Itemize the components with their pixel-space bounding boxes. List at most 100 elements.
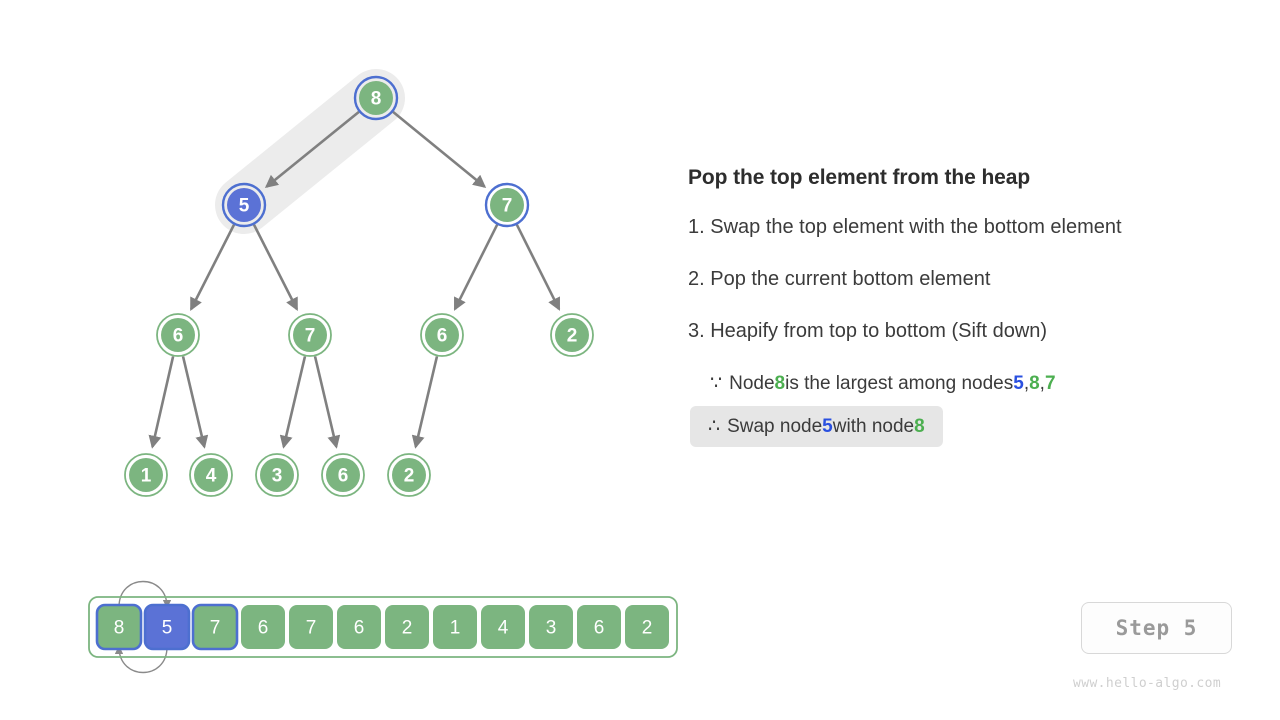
therefore-node-a: 5 [822,415,833,437]
watermark: www.hello-algo.com [1073,676,1222,691]
node-disc [194,458,228,492]
tree-node-7: 7 [484,182,530,228]
node-label: 7 [305,326,316,347]
node-label: 6 [173,326,184,347]
array-cell-7: 1 [433,605,477,649]
instruction-step-1: 1. Swap the top element with the bottom … [688,216,1122,238]
swap-arrow-forward [118,581,172,609]
array-cell-box [95,603,143,651]
therefore-prefix: Swap node [727,415,823,437]
tree-node-8: 8 [353,75,399,121]
because-prefix: Node [729,372,775,394]
reason-therefore-row: ∴ Swap node 5 with node 8 [690,406,943,447]
instruction-step-2: 2. Pop the current bottom element [688,268,991,290]
node-ring [321,453,365,497]
array-cell-box [577,605,621,649]
tree-edge [148,356,175,449]
node-disc [392,458,426,492]
node-disc [129,458,163,492]
node-ring [387,453,431,497]
array-cell-box [143,603,191,651]
array-cell-box [385,605,429,649]
tree-node-6: 6 [321,453,365,497]
heap-tree-diagram: 8 5 7 6 7 6 2 1 4 3 6 2 [0,0,680,560]
node-ring [353,75,399,121]
array-cell-3: 6 [241,605,285,649]
node-label: 1 [141,466,152,487]
tree-node-6: 6 [156,313,200,357]
node-disc [293,318,327,352]
tree-edge [392,110,487,188]
because-sep-a: , [1023,372,1030,394]
node-disc [359,81,393,115]
because-subject-node: 8 [774,372,786,394]
array-cell-box [481,605,525,649]
node-ring [484,182,530,228]
array-cell-label: 2 [642,618,653,639]
array-cell-label: 7 [306,618,317,639]
array-cell-box [337,605,381,649]
array-cell-box [241,605,285,649]
tree-edge [189,224,236,311]
tree-edge-layer [148,110,561,449]
node-label: 2 [567,326,578,347]
array-outline [88,596,678,658]
array-cell-label: 4 [498,618,509,639]
tree-node-4: 4 [189,453,233,497]
because-candidate-a: 5 [1013,372,1024,394]
explanation-panel: Pop the top element from the heap 1. Swa… [688,0,1280,720]
tree-node-2: 2 [550,313,594,357]
because-sep-b: , [1039,372,1045,394]
therefore-node-b: 8 [914,415,925,437]
array-cell-2: 7 [191,603,239,651]
tree-edge [279,356,307,449]
array-cell-4: 7 [289,605,333,649]
array-cell-label: 6 [594,618,605,639]
node-ring [189,453,233,497]
node-disc [326,458,360,492]
node-ring [255,453,299,497]
node-label: 2 [404,466,415,487]
array-cell-0: 8 [95,603,143,651]
node-label: 3 [272,466,283,487]
node-label: 6 [437,326,448,347]
tree-node-layer: 8 5 7 6 7 6 2 1 4 3 6 2 [124,75,594,497]
array-cell-label: 8 [114,618,125,639]
array-cell-5: 6 [337,605,381,649]
node-label: 6 [338,466,349,487]
array-cell-9: 3 [529,605,573,649]
tree-svg: 8 5 7 6 7 6 2 1 4 3 6 2 [124,69,594,497]
array-cell-8: 4 [481,605,525,649]
array-cell-box [529,605,573,649]
array-container-outline [88,596,678,658]
array-cell-label: 1 [450,618,461,639]
node-label: 8 [371,89,382,110]
tree-edge [515,224,561,311]
because-middle: is the largest among nodes [785,372,1014,394]
tree-node-2: 2 [387,453,431,497]
array-cell-1: 5 [143,603,191,651]
node-disc [555,318,589,352]
tree-edge [181,356,209,449]
node-ring [550,313,594,357]
array-cell-box [625,605,669,649]
array-cell-label: 3 [546,618,557,639]
node-disc [260,458,294,492]
swap-arrow-backward [114,645,168,673]
array-cell-box [433,605,477,649]
array-cell-label: 5 [162,618,173,639]
therefore-middle: with node [832,415,915,437]
array-cell-label: 7 [210,618,221,639]
because-symbol-icon: ∵ [710,373,723,394]
array-cell-label: 2 [402,618,413,639]
tree-node-5: 5 [221,182,267,228]
reason-because-row: ∵ Node 8 is the largest among nodes 5 , … [702,368,1064,399]
node-label: 7 [502,196,513,217]
array-cell-label: 6 [258,618,269,639]
tree-edge [313,356,341,449]
node-label: 4 [206,466,217,487]
node-disc [161,318,195,352]
node-disc [490,188,524,222]
